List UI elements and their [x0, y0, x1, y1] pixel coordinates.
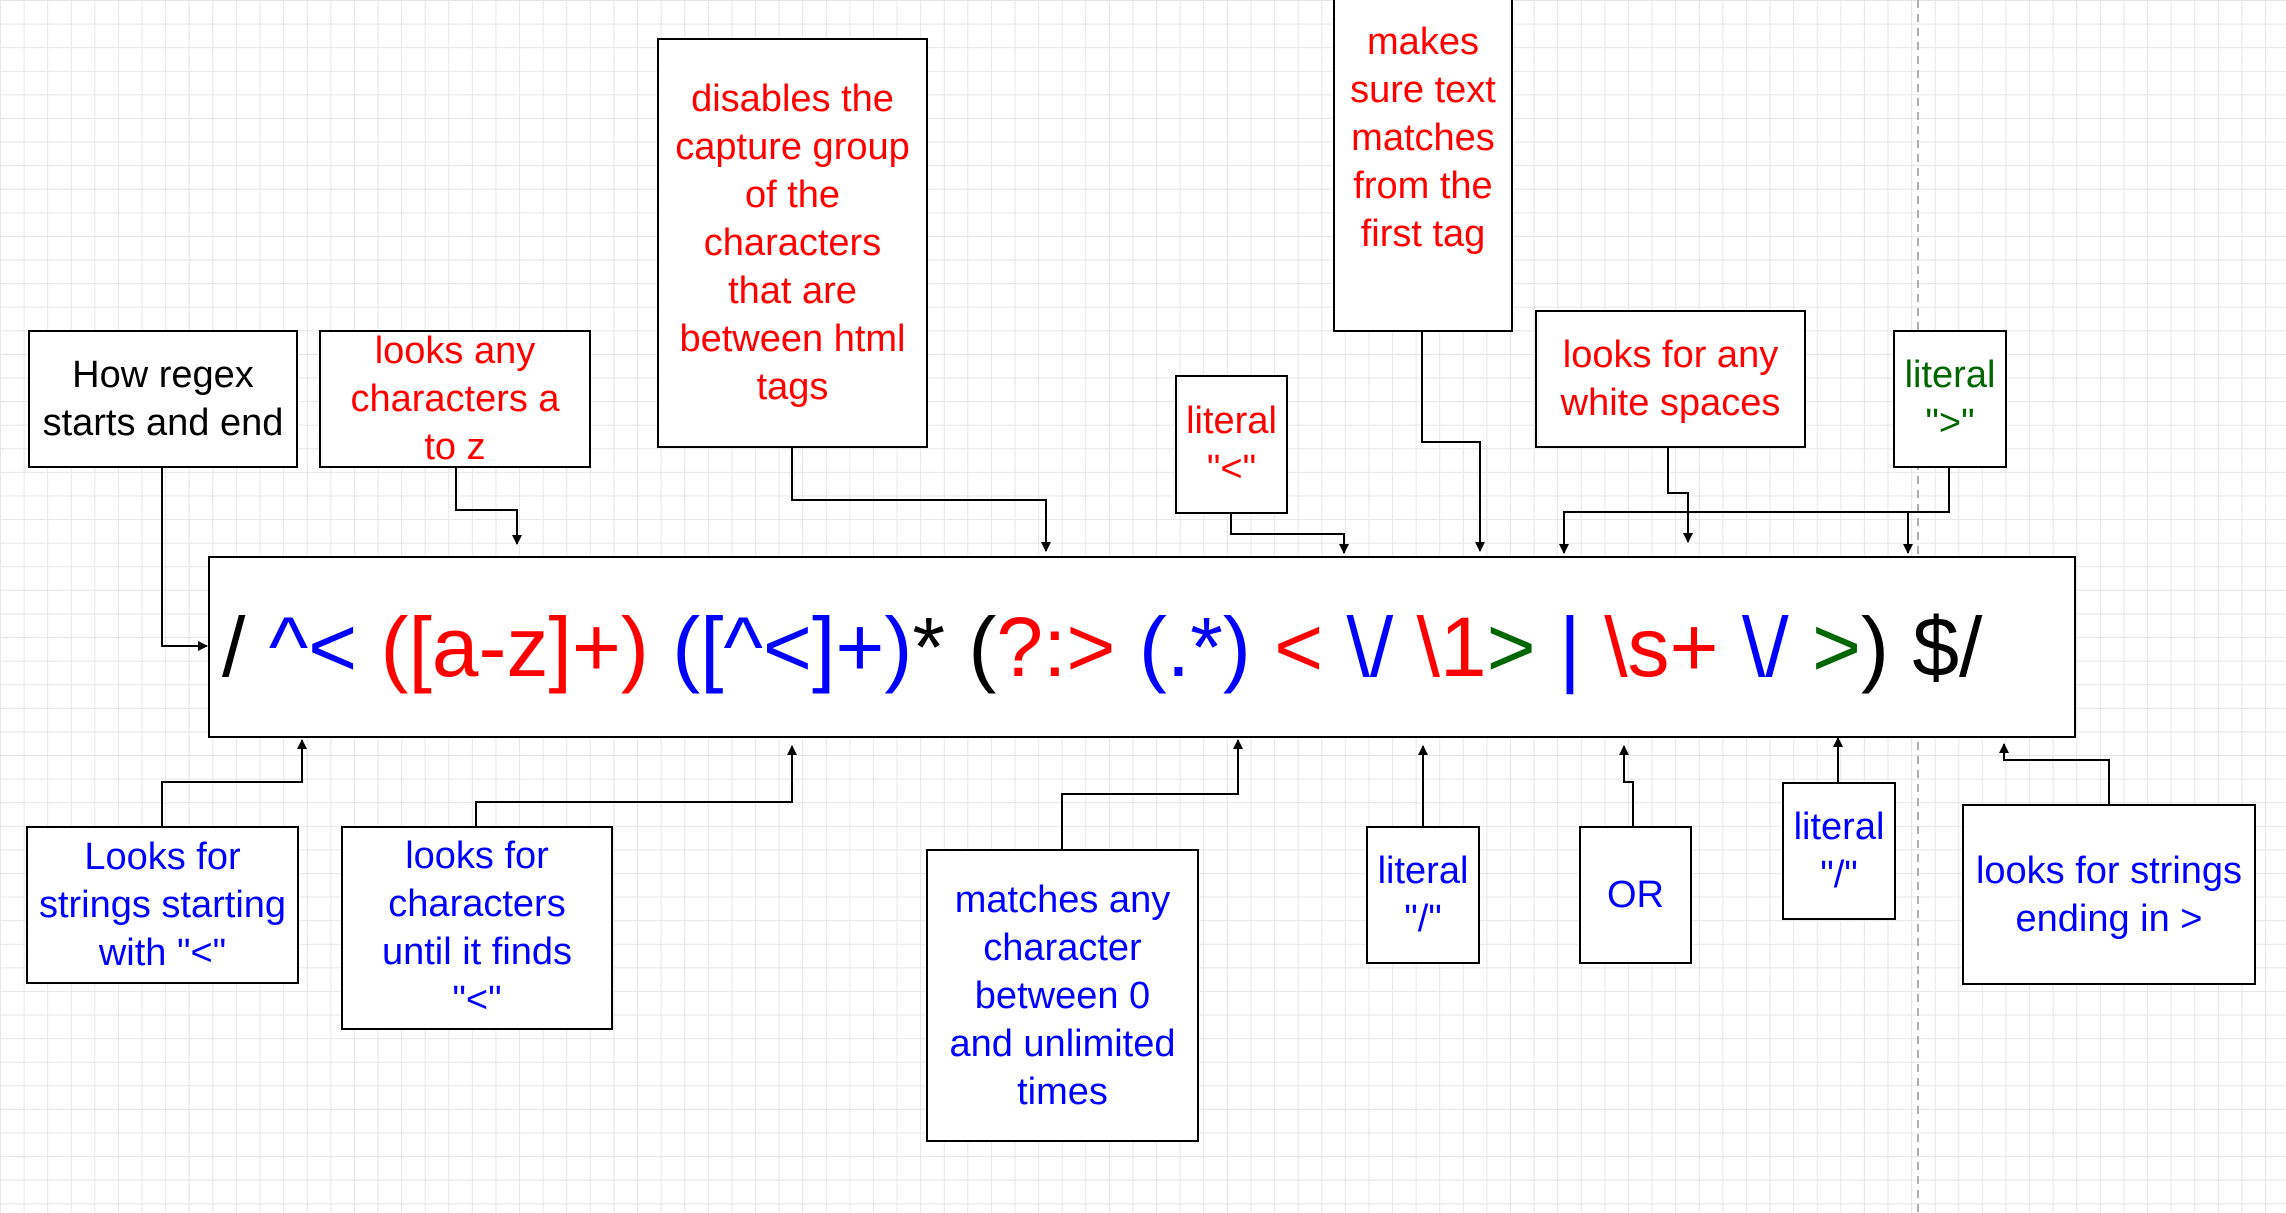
annotation-literal-slash-1: literal "/"	[1366, 826, 1480, 964]
connector-literal-gt	[1903, 511, 1949, 554]
connector-non-capture	[791, 446, 1051, 552]
regex-token: ([a-z]+)	[380, 599, 673, 694]
annotation-white-spaces: looks for any white spaces	[1535, 310, 1806, 448]
regex-token: |	[1559, 599, 1605, 694]
connector-literal-lt	[1230, 512, 1349, 554]
regex-token: $/	[1912, 599, 1983, 694]
regex-token: \/	[1346, 599, 1417, 694]
regex-token: >	[1486, 599, 1560, 694]
annotation-non-capture: disables the capture group of the charac…	[657, 38, 928, 448]
connector-or	[1619, 745, 1634, 826]
regex-token: \1	[1416, 599, 1487, 694]
annotation-literal-lt: literal "<"	[1175, 375, 1288, 514]
regex-token: \/	[1741, 599, 1812, 694]
annotation-or: OR	[1579, 826, 1692, 964]
regex-token: (	[968, 599, 997, 694]
connector-backreference	[1421, 330, 1485, 552]
regex-token: ^<	[268, 599, 381, 694]
regex-expression: / ^< ([a-z]+) ([^<]+)* (?:> (.*) < \/ \1…	[208, 556, 2076, 738]
annotation-ending-in: looks for strings ending in >	[1962, 804, 2256, 985]
regex-token: <	[1274, 599, 1347, 694]
connector-white-spaces-a	[1667, 446, 1693, 543]
annotation-starts-and-end: How regex starts and end	[28, 330, 298, 468]
connector-a-to-z	[455, 466, 522, 545]
annotation-starting-with: Looks for strings starting with "<"	[26, 826, 299, 984]
annotation-backreference: makes sure text matches from the first t…	[1333, 0, 1513, 332]
annotation-a-to-z: looks any characters a to z	[319, 330, 591, 468]
regex-token: )	[1861, 599, 1913, 694]
regex-token: ([^<]+)	[672, 599, 913, 694]
connector-until-finds	[475, 745, 797, 826]
connector-white-spaces-b	[1559, 466, 1950, 554]
connector-any-character	[1061, 739, 1243, 849]
regex-token: >	[1811, 599, 1862, 694]
annotation-until-finds: looks for characters until it finds "<"	[341, 826, 613, 1030]
annotation-literal-gt: literal ">"	[1893, 330, 2007, 468]
regex-token: *	[912, 599, 969, 694]
annotation-literal-slash-2: literal "/"	[1782, 782, 1896, 920]
connector-ending-in	[1999, 743, 2110, 804]
regex-token: ?:>	[996, 599, 1139, 694]
regex-token: \s+	[1604, 599, 1742, 694]
connector-starting-with	[161, 739, 307, 826]
connector-starts-and-end	[161, 466, 208, 651]
regex-token: (.*)	[1138, 599, 1275, 694]
regex-token: /	[222, 599, 269, 694]
annotation-any-character: matches any character between 0 and unli…	[926, 849, 1199, 1142]
